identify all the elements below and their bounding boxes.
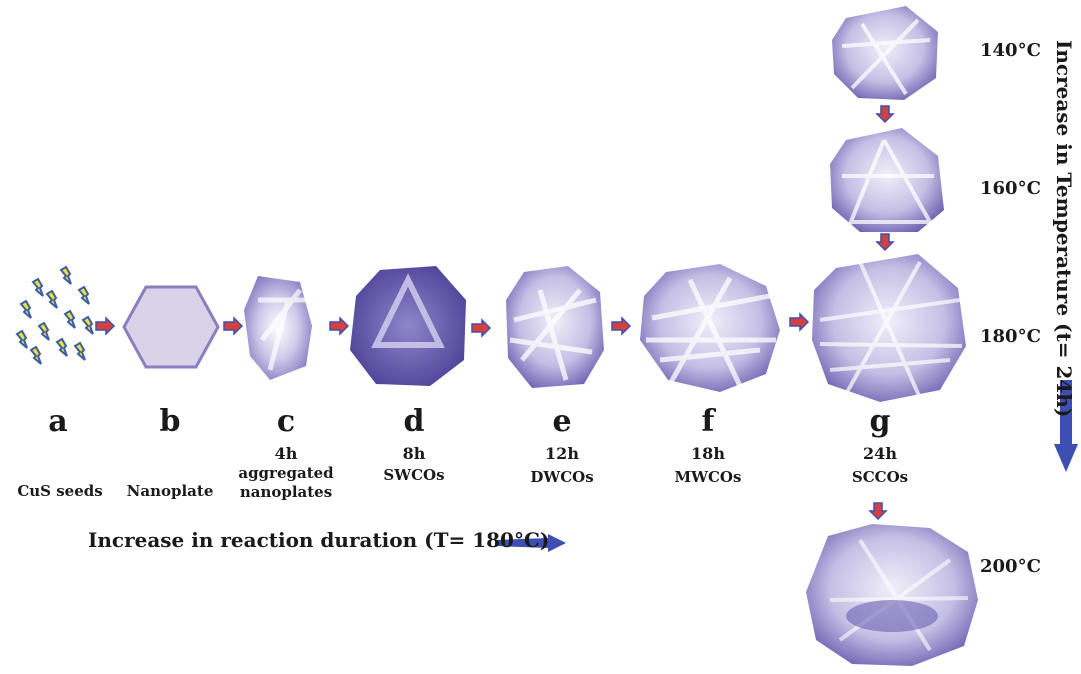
- stage-letter-e: e: [522, 404, 602, 439]
- arrow-c-d: [330, 318, 348, 334]
- temperature-160: 160°C: [980, 178, 1041, 199]
- stage-time-f: 18h: [653, 444, 763, 463]
- mwco-crystal: [640, 264, 780, 392]
- arrow-140-160: [877, 106, 893, 122]
- stage-desc-e: DWCOs: [502, 468, 622, 487]
- aggregated-nanoplates-crystal: [244, 276, 312, 380]
- stage-desc-g: SCCOs: [820, 468, 940, 487]
- arrow-b-c: [224, 318, 242, 334]
- stage-time-c: 4h: [231, 444, 341, 463]
- arrow-d-e: [472, 320, 490, 336]
- swco-crystal: [350, 266, 466, 386]
- stage-letter-d: d: [374, 404, 454, 439]
- stage-time-g: 24h: [825, 444, 935, 463]
- dwco-crystal: [506, 266, 604, 388]
- stage-desc-b: Nanoplate: [110, 482, 230, 501]
- temperature-axis-label: Increase in Temperature (t= 24h): [1052, 40, 1076, 417]
- arrow-a-b: [96, 318, 114, 334]
- stage-desc-d: SWCOs: [354, 466, 474, 485]
- stage-letter-f: f: [668, 404, 748, 439]
- arrow-e-f: [612, 318, 630, 334]
- temperature-180: 180°C: [980, 326, 1041, 347]
- arrow-f-g: [790, 314, 808, 330]
- crystal-160c: [830, 128, 944, 232]
- nanoplate-hexagon: [124, 287, 218, 367]
- stage-letter-a: a: [18, 404, 98, 439]
- stage-letter-b: b: [130, 404, 210, 439]
- stage-desc-a: CuS seeds: [0, 482, 120, 501]
- crystal-200c: [806, 524, 978, 666]
- arrow-160-180: [877, 234, 893, 250]
- temperature-140: 140°C: [980, 40, 1041, 61]
- stage-letter-c: c: [246, 404, 326, 439]
- duration-axis-label: Increase in reaction duration (T= 180°C): [88, 528, 549, 552]
- cus-seeds-cluster: [17, 267, 93, 364]
- arrow-180-200: [870, 503, 886, 519]
- stage-letter-g: g: [840, 404, 920, 439]
- stage-desc-f: MWCOs: [648, 468, 768, 487]
- crystal-180c-sccos: [812, 254, 966, 402]
- stage-desc-c: aggregated nanoplates: [226, 464, 346, 502]
- crystal-140c: [832, 6, 938, 100]
- stage-time-d: 8h: [359, 444, 469, 463]
- temperature-200: 200°C: [980, 556, 1041, 577]
- stage-time-e: 12h: [507, 444, 617, 463]
